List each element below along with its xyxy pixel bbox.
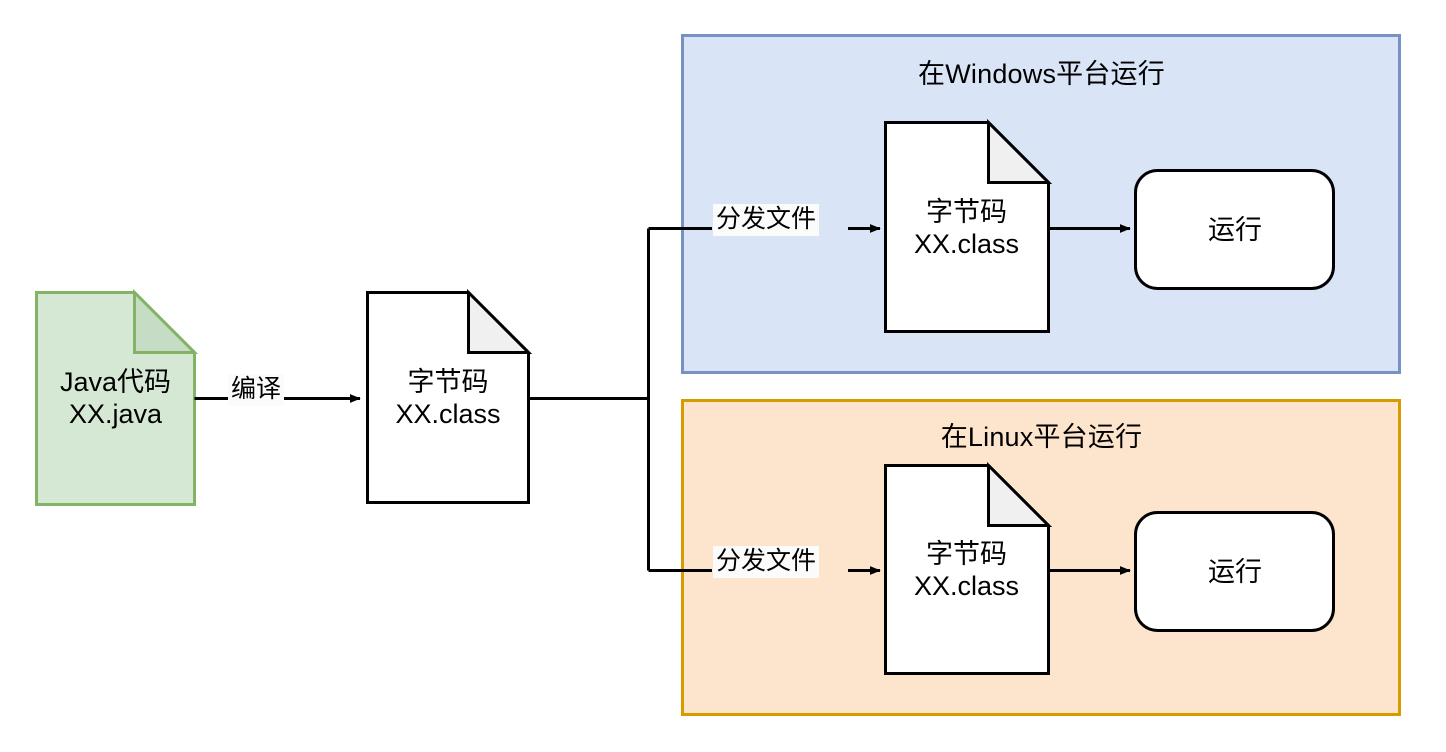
central-bytecode-document-label: 字节码 XX.class bbox=[367, 367, 529, 431]
linux-platform-panel-title: 在Linux平台运行 bbox=[940, 422, 1143, 452]
linux-bytecode-document-label-line2: XX.class bbox=[913, 570, 1020, 601]
linux-run-box bbox=[1134, 511, 1335, 632]
java-source-document-label-line1: Java代码 bbox=[59, 367, 172, 397]
windows-distribute-edge-label: 分发文件 bbox=[713, 204, 820, 236]
central-bytecode-document-label-line1: 字节码 bbox=[407, 367, 489, 397]
windows-bytecode-document-fold bbox=[987, 118, 1053, 184]
linux-distribute-edge-label: 分发文件 bbox=[713, 546, 820, 578]
linux-bytecode-document-fold bbox=[987, 461, 1053, 527]
windows-run-box-label: 运行 bbox=[1208, 215, 1262, 245]
java-source-document-label: Java代码 XX.java bbox=[36, 367, 195, 431]
windows-bytecode-document-label: 字节码 XX.class bbox=[885, 197, 1048, 261]
central-bytecode-document-fold bbox=[467, 288, 533, 354]
branch-connector bbox=[528, 227, 712, 572]
linux-bytecode-document-label-line1: 字节码 bbox=[926, 539, 1007, 569]
windows-run-box bbox=[1134, 169, 1335, 290]
linux-bytecode-document-label: 字节码 XX.class bbox=[885, 539, 1048, 603]
java-source-document-fold bbox=[133, 288, 199, 354]
windows-bytecode-document-label-line2: XX.class bbox=[913, 228, 1020, 259]
compile-edge-label: 编译 bbox=[228, 374, 285, 406]
central-bytecode-document-label-line2: XX.class bbox=[395, 398, 501, 429]
windows-platform-panel-title: 在Windows平台运行 bbox=[918, 59, 1165, 89]
windows-bytecode-document-label-line1: 字节码 bbox=[926, 197, 1007, 227]
linux-run-box-label: 运行 bbox=[1208, 557, 1262, 587]
java-source-document-label-line2: XX.java bbox=[68, 398, 163, 429]
